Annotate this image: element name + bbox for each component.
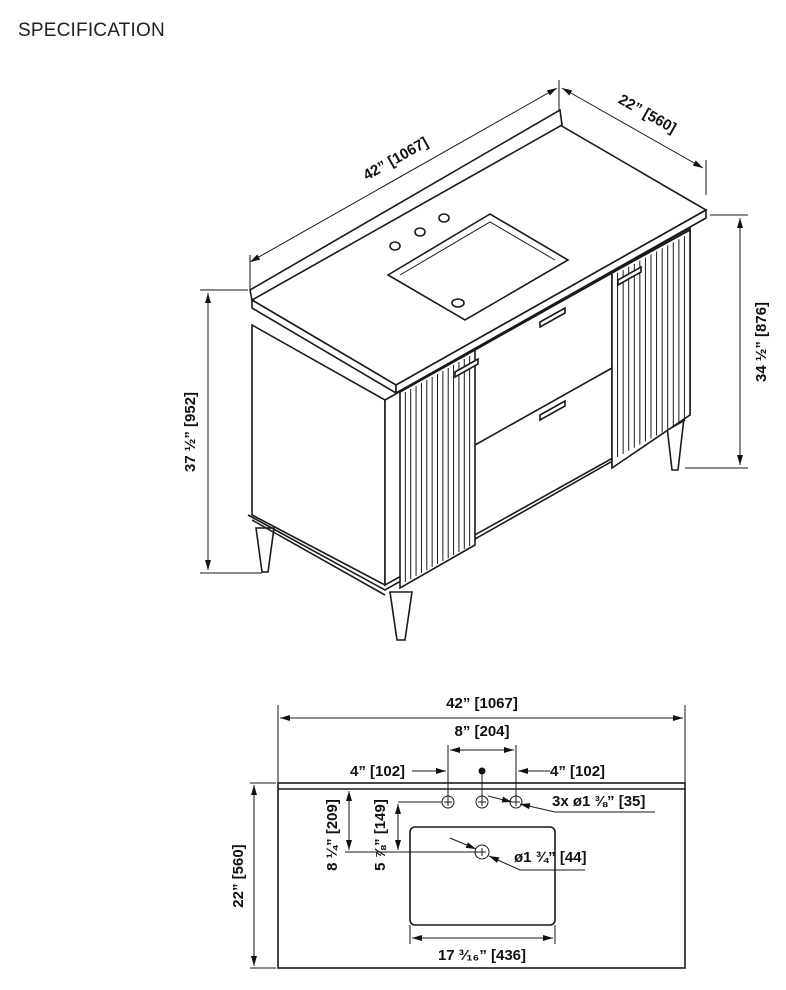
drain-depth-label: 8 ¼” [209] [324,799,341,871]
right-offset-label: 4” [102] [550,763,605,780]
faucet-hole [438,213,450,223]
isometric-vanity-view: 42” [1067] 22” [560] 34 ½” [876] 37 ½” [… [182,80,770,641]
faucet-spread-label: 8” [204] [454,723,509,740]
plan-depth-label: 22” [560] [230,844,247,907]
iso-width-label: 42” [1067] [360,134,431,184]
sink-basin [386,213,570,321]
drain-label: ø1 ¾” [44] [514,849,587,866]
drain [451,298,465,308]
faucet-hole [414,227,426,237]
bottom-drawer-handle [539,399,566,422]
faucet-holes-label: 3x ø1 ⅜” [35] [552,793,645,810]
drawer-divider [474,367,613,446]
depth-dimension-line [561,87,704,169]
sink-width-label: 17 ³⁄₁₆” [436] [438,947,526,964]
left-fluted-door [399,348,476,590]
width-dimension-line [249,87,558,263]
hole-to-drain-label: 5 ⅞” [149] [372,799,389,871]
page-title: SPECIFICATION [18,20,165,41]
right-door-handle [617,265,642,287]
faucet-hole [389,241,401,251]
sink-outline [409,826,556,926]
plan-width-label: 42” [1067] [446,695,518,712]
left-offset-label: 4” [102] [350,763,405,780]
top-plan-view: 42” [1067] 8” [204] 4” [102] 4” [102] 3x… [230,695,686,969]
leg-front-left [389,591,413,641]
iso-total-height-label: 37 ½” [952] [182,392,199,472]
backsplash [249,108,563,302]
right-fluted-door [611,228,691,470]
top-drawer-handle [539,306,566,329]
left-door-handle [454,357,479,379]
leg-back-left [255,527,275,573]
iso-counter-height-label: 34 ½” [876] [753,302,770,382]
iso-depth-label: 22” [560] [615,91,679,137]
countertop-outline [277,782,686,969]
